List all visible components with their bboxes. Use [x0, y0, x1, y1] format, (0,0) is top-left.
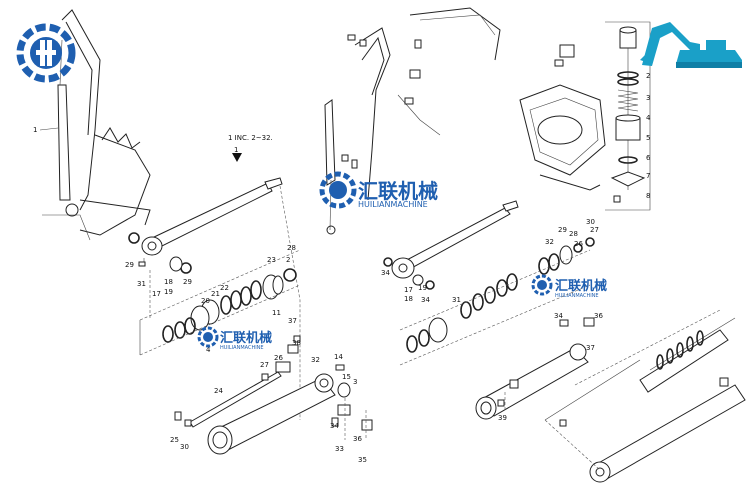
- svg-text:14: 14: [334, 353, 343, 361]
- svg-text:18: 18: [164, 278, 173, 286]
- svg-text:37: 37: [586, 344, 595, 352]
- svg-text:19: 19: [164, 288, 173, 296]
- svg-text:37: 37: [288, 317, 297, 325]
- svg-text:26: 26: [574, 240, 583, 248]
- svg-text:36: 36: [594, 312, 603, 320]
- swivel-joint-drawing: 1 2 3 4 5 6 7 8: [519, 21, 651, 211]
- callout-1: 1: [33, 126, 37, 134]
- cylinder-exploded-middle: [383, 200, 595, 420]
- excavator-icon: [640, 22, 742, 68]
- svg-text:28: 28: [569, 230, 578, 238]
- svg-text:17: 17: [152, 290, 161, 298]
- svg-text:29: 29: [125, 261, 134, 269]
- watermark-cn: 汇联机械: [358, 179, 438, 203]
- watermark-left: 汇联机械 HUILIANMACHINE: [197, 326, 272, 351]
- svg-text:32: 32: [311, 356, 320, 364]
- svg-text:27: 27: [260, 361, 269, 369]
- svg-text:30: 30: [586, 218, 595, 226]
- svg-text:15: 15: [342, 373, 351, 381]
- svg-text:34: 34: [421, 296, 430, 304]
- svg-text:21: 21: [211, 290, 220, 298]
- svg-text:23: 23: [267, 256, 276, 264]
- cylinder-detail-right: [544, 309, 746, 483]
- svg-text:30: 30: [180, 443, 189, 451]
- svg-text:3: 3: [646, 94, 650, 102]
- inc-note: 1 INC. 2~32.: [228, 134, 273, 142]
- svg-text:22: 22: [220, 284, 229, 292]
- svg-text:39: 39: [498, 414, 507, 422]
- svg-text:38: 38: [292, 339, 301, 347]
- watermark-en: HUILIANMACHINE: [358, 200, 428, 209]
- svg-text:34: 34: [381, 269, 390, 277]
- svg-text:7: 7: [646, 172, 650, 180]
- svg-text:19: 19: [418, 284, 427, 292]
- brand-logo: [16, 23, 76, 83]
- svg-text:18: 18: [404, 295, 413, 303]
- svg-text:25: 25: [170, 436, 179, 444]
- svg-text:29: 29: [558, 226, 567, 234]
- watermark-center: 汇联机械 HUILIANMACHINE: [319, 171, 438, 209]
- svg-text:31: 31: [137, 280, 146, 288]
- svg-text:1: 1: [234, 146, 238, 154]
- watermark-right: 汇联机械 HUILIANMACHINE: [531, 274, 607, 299]
- svg-text:28: 28: [287, 244, 296, 252]
- svg-text:34: 34: [330, 422, 339, 430]
- svg-text:5: 5: [646, 134, 650, 142]
- watermark-cn-right: 汇联机械: [555, 278, 607, 294]
- svg-text:6: 6: [646, 154, 651, 162]
- svg-text:17: 17: [404, 286, 413, 294]
- svg-text:32: 32: [545, 238, 554, 246]
- svg-text:34: 34: [554, 312, 563, 320]
- left-callouts: 29 31 17 18 19 29 28 2 23 22 21 20 4 11 …: [125, 244, 367, 464]
- svg-text:31: 31: [452, 296, 461, 304]
- watermark-en-small: HUILIANMACHINE: [220, 345, 264, 351]
- svg-text:27: 27: [590, 226, 599, 234]
- svg-text:24: 24: [214, 387, 223, 395]
- svg-text:2: 2: [646, 72, 650, 80]
- svg-text:11: 11: [272, 309, 281, 317]
- svg-text:3: 3: [353, 378, 357, 386]
- watermark-cn-small: 汇联机械: [220, 330, 272, 346]
- svg-text:20: 20: [201, 297, 210, 305]
- middle-callouts: 34 17 18 19 34 31 32 29 28 30 27 26 34 3…: [381, 218, 603, 422]
- svg-text:26: 26: [274, 354, 283, 362]
- ring-stack: [656, 330, 704, 370]
- watermark-en-right: HUILIANMACHINE: [555, 293, 599, 299]
- svg-text:33: 33: [335, 445, 344, 453]
- svg-text:4: 4: [646, 114, 651, 122]
- svg-text:35: 35: [358, 456, 367, 464]
- cylinder-exploded-left: 1 INC. 2~32. 1: [128, 134, 373, 455]
- svg-text:36: 36: [353, 435, 362, 443]
- svg-text:2: 2: [286, 256, 290, 264]
- svg-text:8: 8: [646, 192, 650, 200]
- boom-arm-bucket-drawing: 1: [33, 9, 151, 241]
- svg-text:4: 4: [206, 346, 211, 354]
- svg-text:29: 29: [183, 278, 192, 286]
- boom-sketch-middle: [324, 7, 501, 235]
